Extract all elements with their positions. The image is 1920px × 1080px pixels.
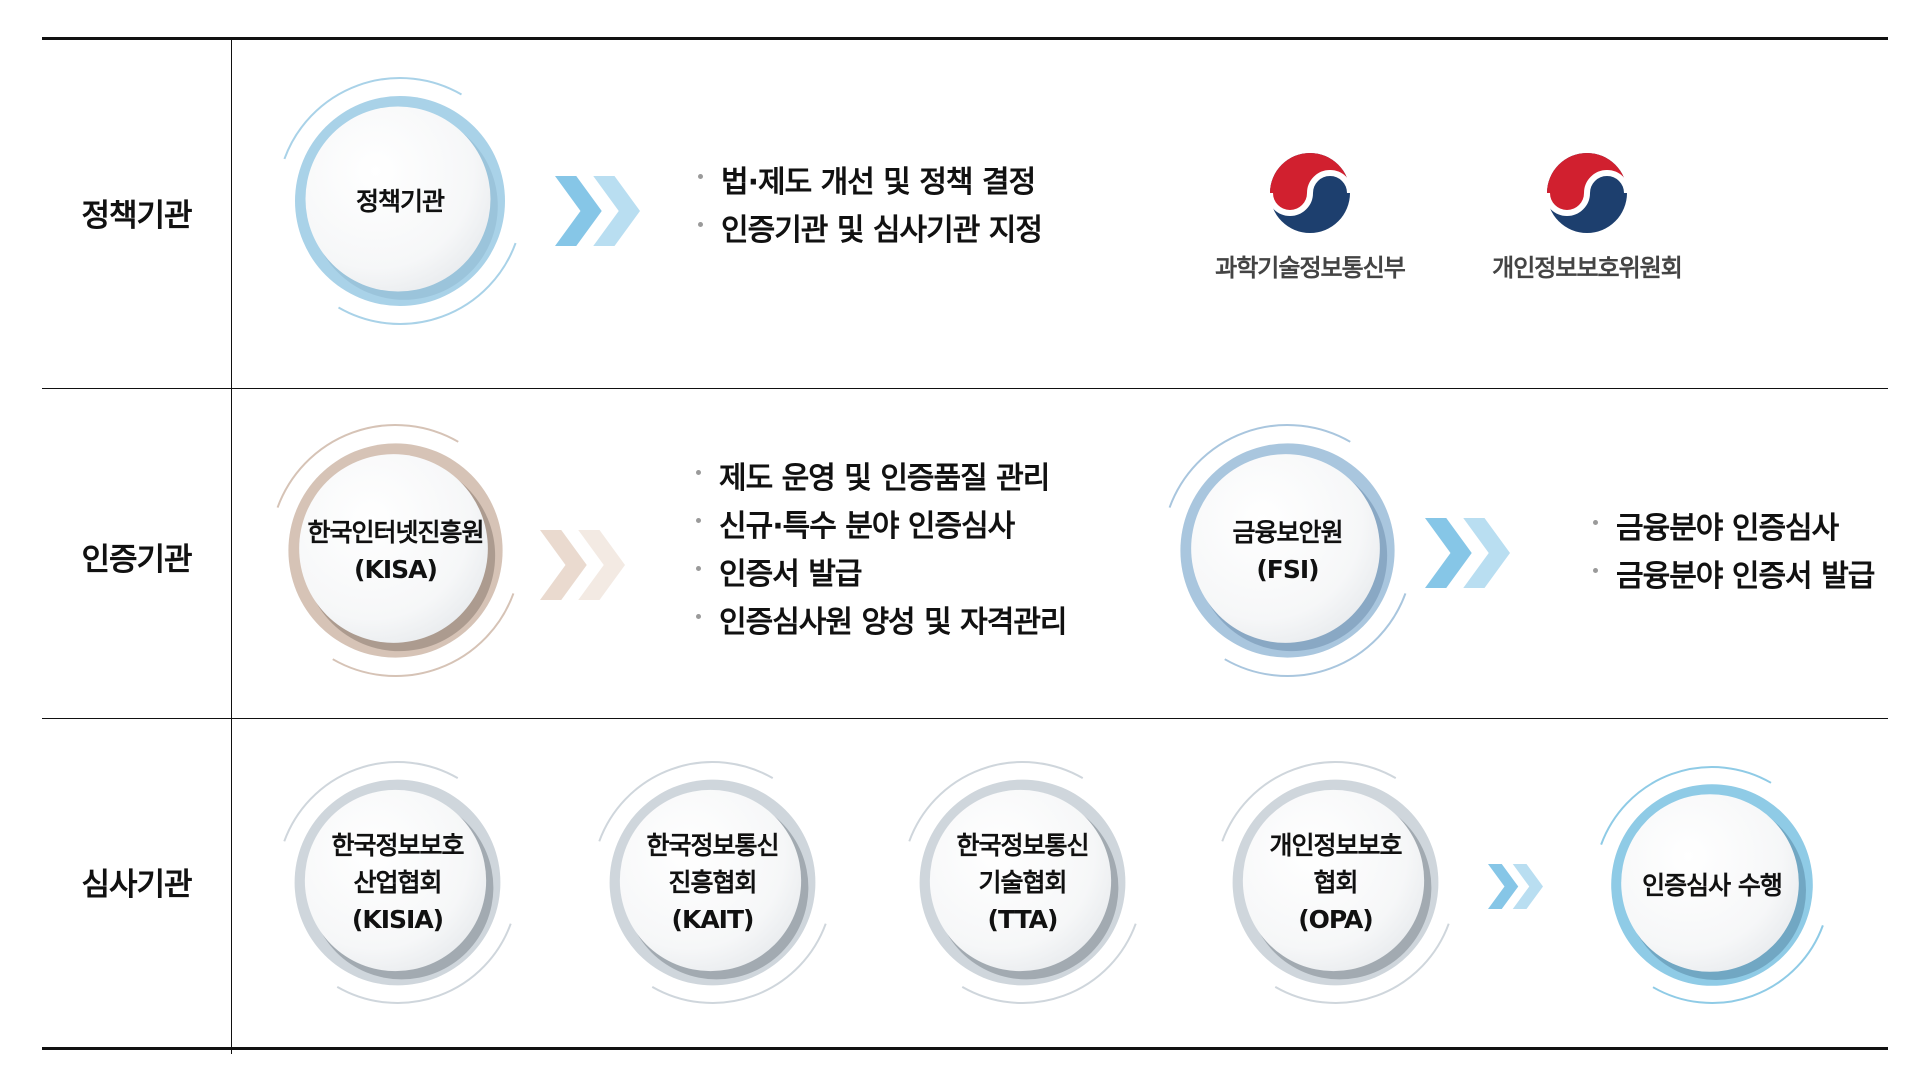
chevron-arrow-icon: [540, 530, 625, 600]
row-label-certification: 인증기관: [81, 542, 192, 578]
audit-org-circle-kait: 한국정보통신 진흥협회 (KAIT): [590, 760, 835, 1005]
audit-org-circle-kisia: 한국정보보호 산업협회 (KISIA): [275, 760, 520, 1005]
audit-org-circle-tta: 한국정보통신 기술협회 (TTA): [900, 760, 1145, 1005]
policy-bullets: 법·제도 개선 및 정책 결정 인증기관 및 심사기관 지정: [695, 159, 1043, 255]
circle-line: 한국정보보호: [331, 831, 464, 860]
table-top-border: [42, 37, 1888, 40]
bullet-item: 제도 운영 및 인증품질 관리: [693, 455, 1067, 503]
circle-line: 금융보안원: [1232, 517, 1343, 547]
row-divider-2: [42, 718, 1888, 719]
fsi-bullets: 금융분야 인증심사 금융분야 인증서 발급: [1590, 505, 1875, 601]
circle-line: 기술협회: [978, 868, 1067, 897]
kisa-bullets: 제도 운영 및 인증품질 관리 신규·특수 분야 인증심사 인증서 발급 인증심…: [693, 455, 1068, 647]
circle-line: (TTA): [987, 905, 1059, 934]
circle-line: 한국정보통신: [956, 831, 1089, 860]
audit-org-circle-opa: 개인정보보호 협회 (OPA): [1213, 760, 1458, 1005]
bullet-item: 금융분야 인증서 발급: [1590, 553, 1875, 601]
bullet-item: 신규·특수 분야 인증심사: [693, 503, 1067, 551]
bullet-item: 인증기관 및 심사기관 지정: [695, 207, 1043, 255]
circle-line: 정책기관: [355, 186, 445, 216]
row-label-audit: 심사기관: [81, 867, 192, 903]
msit-emblem: 과학기술정보통신부: [1190, 150, 1430, 283]
circle-line: 한국인터넷진흥원: [307, 517, 484, 547]
chevron-arrow-icon: [1425, 518, 1510, 588]
circle-line: 진흥협회: [668, 868, 757, 897]
row-label-policy: 정책기관: [81, 198, 192, 234]
bullet-item: 인증서 발급: [693, 551, 1067, 599]
circle-line: (FSI): [1256, 554, 1319, 584]
circle-line: 한국정보통신: [646, 831, 779, 860]
table-bottom-border: [42, 1047, 1888, 1050]
chevron-arrow-icon: [555, 176, 640, 246]
kisa-circle: 한국인터넷진흥원 (KISA): [268, 423, 523, 678]
circle-line: (KISIA): [351, 905, 444, 934]
pipc-emblem: 개인정보보호위원회: [1467, 150, 1707, 283]
circle-line: 인증심사 수행: [1642, 870, 1783, 900]
policy-agency-circle: 정책기관: [275, 76, 525, 326]
bullet-item: 인증심사원 양성 및 자격관리: [693, 599, 1068, 647]
chevron-arrow-icon: [1488, 864, 1543, 909]
circle-line: (KISA): [354, 554, 438, 584]
circle-line: 개인정보보호: [1269, 831, 1402, 860]
circle-line: (KAIT): [671, 905, 755, 934]
bullet-item: 금융분야 인증심사: [1590, 505, 1874, 553]
fsi-circle: 금융보안원 (FSI): [1160, 423, 1415, 678]
row-divider-1: [42, 388, 1888, 389]
bullet-item: 법·제도 개선 및 정책 결정: [695, 159, 1042, 207]
government-emblem-icon: [1267, 152, 1353, 234]
circle-line: 산업협회: [353, 868, 442, 897]
emblem-label: 개인정보보호위원회: [1492, 254, 1683, 282]
government-emblem-icon: [1544, 152, 1630, 234]
audit-result-circle: 인증심사 수행: [1592, 765, 1832, 1005]
circle-line: 협회: [1313, 868, 1358, 897]
emblem-label: 과학기술정보통신부: [1215, 254, 1406, 282]
label-column-divider: [231, 38, 232, 1054]
circle-line: (OPA): [1298, 905, 1373, 934]
